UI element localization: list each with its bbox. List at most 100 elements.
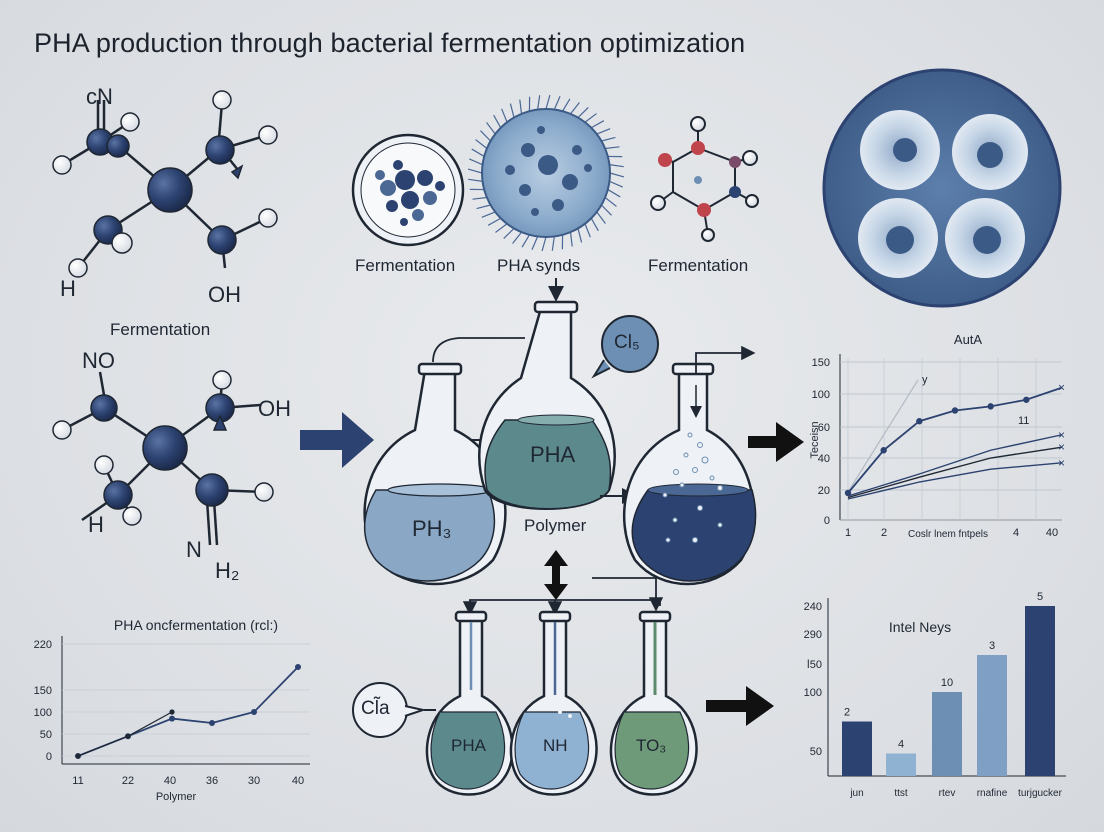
x-tick-label: 40 (1046, 527, 1058, 539)
data-point (295, 664, 301, 670)
cilium (467, 168, 483, 174)
x-tick-label: ttst (894, 788, 908, 799)
bar-data-label: 2 (844, 707, 850, 719)
cilium (577, 228, 583, 243)
flask-center (478, 300, 616, 510)
cilium (531, 236, 539, 250)
molecule-bottom-atoms (52, 370, 274, 526)
x-tick-label: 22 (122, 775, 134, 787)
bar-data-label: 4 (898, 739, 904, 751)
data-point (209, 720, 215, 726)
x-axis-label: Coslr lnem fntpels (908, 529, 988, 540)
cilium (475, 139, 488, 149)
label-h-bottom: H (88, 512, 104, 537)
cilium (487, 217, 502, 226)
x-tick-label: 1 (845, 527, 851, 539)
data-point (169, 715, 175, 722)
cilium (604, 197, 617, 207)
cilium (596, 211, 606, 224)
y-tick-label: 220 (34, 639, 52, 651)
bar-turjgucker (1025, 606, 1055, 776)
cilium (569, 232, 573, 247)
chart-title: Intel Neys (889, 619, 951, 635)
cilium (609, 172, 625, 178)
chart-title: PHA oncfermentation (rcl:) (114, 617, 278, 633)
series-end-marker: × (1058, 381, 1065, 395)
cilium (600, 204, 612, 216)
y-tick-label: 150 (812, 357, 830, 369)
data-point (844, 489, 852, 497)
distribution-lines (462, 577, 664, 616)
x-tick-label: turjgucker (1018, 788, 1063, 799)
cilium (577, 107, 589, 119)
x-tick-label: 30 (248, 775, 260, 787)
cilium (541, 236, 547, 252)
cilium (471, 148, 485, 157)
line-chart-bottom-left: PHA oncfermentation (rcl:)05010015022011… (34, 617, 310, 803)
ring-molecule-icon (650, 116, 759, 242)
bar-ttst (886, 753, 916, 776)
data-point (125, 733, 131, 739)
data-point (1023, 396, 1030, 403)
cla-bubble (352, 682, 427, 738)
cilium (480, 130, 492, 142)
y-tick-label: 40 (818, 453, 830, 465)
cilium (495, 223, 508, 233)
flask-left (363, 362, 507, 586)
bar-data-label: 5 (1037, 591, 1043, 603)
cilium (596, 128, 611, 135)
data-point (916, 418, 923, 425)
trend-line (847, 379, 919, 493)
chart-title: AutA (954, 332, 983, 347)
flask-center-label: PHA (530, 442, 576, 467)
bubble-cla-label: Cl̃a (361, 698, 390, 719)
cilium (476, 204, 491, 210)
cilium (486, 122, 496, 135)
y-tick-label: 60 (818, 422, 830, 434)
cilium (545, 94, 551, 110)
data-point (987, 403, 994, 410)
petri-dish-icon (351, 133, 465, 247)
annotation-11: 11 (1018, 415, 1029, 427)
bar-data-label: 3 (989, 640, 995, 652)
x-tick-label: jun (849, 788, 863, 799)
data-point (251, 709, 257, 715)
cilium (503, 227, 515, 239)
cilium (601, 136, 616, 142)
double-arrow (544, 550, 568, 600)
y-tick-label: 100 (804, 687, 822, 699)
microscope-view-icon (822, 68, 1062, 308)
x-tick-label: 2 (881, 527, 887, 539)
cilium (481, 211, 496, 218)
y-tick-label: 50 (810, 746, 822, 758)
cilium (609, 180, 623, 188)
y-tick-label: 50 (40, 729, 52, 741)
bubble-cl-label: Cl₅ (614, 332, 640, 353)
micro-cell-2 (952, 114, 1028, 190)
bar-jun (842, 721, 872, 776)
big-right-arrow-left (300, 412, 374, 468)
flask-center-caption: Polymer (524, 516, 587, 535)
series-line-1 (847, 434, 1063, 497)
x-tick-label: 40 (292, 775, 304, 787)
cilium (521, 234, 530, 248)
cilium (469, 158, 483, 166)
y-axis-label: Teceisn (809, 421, 821, 458)
big-right-arrow-bar (706, 686, 774, 726)
cilium (501, 108, 508, 123)
connector-left-flask (432, 337, 525, 363)
micro-cell-4 (945, 198, 1025, 278)
flask-bottom-mid-label: NH (543, 736, 568, 755)
series-line-2 (847, 446, 1063, 499)
flask-bottom-mid (509, 610, 598, 796)
cilium (590, 120, 605, 129)
flask-bottom-right-label: TO₃ (636, 736, 667, 755)
annotation-y: y (922, 374, 928, 386)
flask-bottom-left-label: PHA (451, 736, 486, 755)
cilium (468, 178, 483, 182)
x-tick-label: 40 (164, 775, 176, 787)
label-no: NO (82, 348, 115, 373)
flask-left-label: PH₃ (412, 516, 452, 541)
